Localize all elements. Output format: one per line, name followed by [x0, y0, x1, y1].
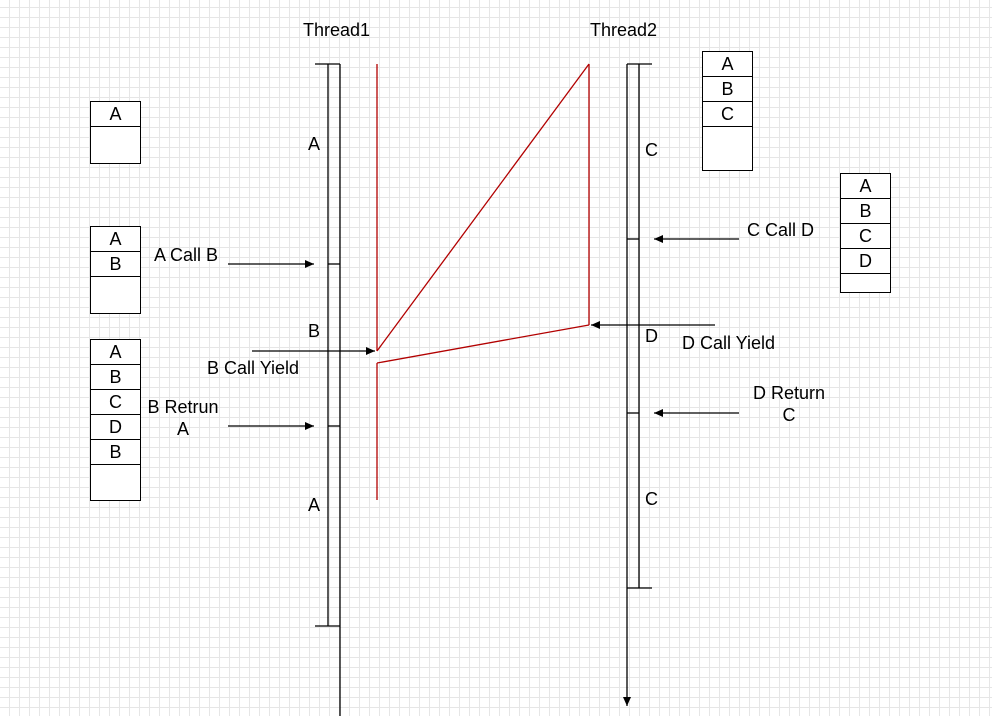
event-label-d-return-c-line2: C: [782, 405, 796, 425]
stack-frame: A: [91, 102, 140, 127]
event-label-d-return-c-line1: D Return: [752, 383, 826, 403]
event-label-b-call-yield: B Call Yield: [207, 358, 300, 378]
switch-to-thread2: [376, 63, 590, 352]
stack-frame: D: [841, 249, 890, 274]
stack-frame: B: [703, 77, 752, 102]
context-switch-path: [376, 63, 590, 500]
call-stack-3: A B C D B: [90, 339, 141, 501]
stack-frame: A: [841, 174, 890, 199]
event-label-d-return-c: D Return C: [746, 382, 832, 426]
stack-frame: B: [841, 199, 890, 224]
stack-frame: B: [91, 252, 140, 277]
event-label-c-call-d: C Call D: [747, 220, 815, 240]
call-stack-5: A B C D: [840, 173, 891, 293]
call-stack-2: A B: [90, 226, 141, 314]
segment-label-t2-c2: C: [645, 489, 658, 509]
switch-back-to-thread1: [376, 324, 590, 364]
stack-frame: C: [703, 102, 752, 127]
call-stack-4: A B C: [702, 51, 753, 171]
thread1-label: Thread1: [303, 20, 371, 40]
event-label-d-call-yield: D Call Yield: [682, 333, 776, 353]
stack-frame: A: [91, 227, 140, 252]
thread2-label: Thread2: [590, 20, 658, 40]
stack-frame: B: [91, 365, 140, 390]
thread2-timeline: [623, 63, 652, 706]
segment-label-t2-d: D: [645, 326, 658, 346]
segment-label-t2-c1: C: [645, 140, 658, 160]
thread1-timeline: [315, 63, 341, 716]
stack-frame: B: [91, 440, 140, 465]
event-label-b-return-a: B Retrun A: [144, 396, 222, 440]
segment-label-t1-b: B: [308, 321, 321, 341]
event-arrows: [228, 235, 739, 430]
event-label-a-call-b: A Call B: [154, 245, 219, 265]
segment-label-t1-a1: A: [308, 134, 321, 154]
stack-frame: A: [91, 340, 140, 365]
call-stack-1: A: [90, 101, 141, 164]
segment-label-t1-a2: A: [308, 495, 321, 515]
stack-frame: A: [703, 52, 752, 77]
stack-frame: D: [91, 415, 140, 440]
stack-frame: C: [91, 390, 140, 415]
event-label-b-return-a-line1: B Retrun: [147, 397, 219, 417]
event-label-b-return-a-line2: A: [176, 419, 189, 439]
stack-frame: C: [841, 224, 890, 249]
